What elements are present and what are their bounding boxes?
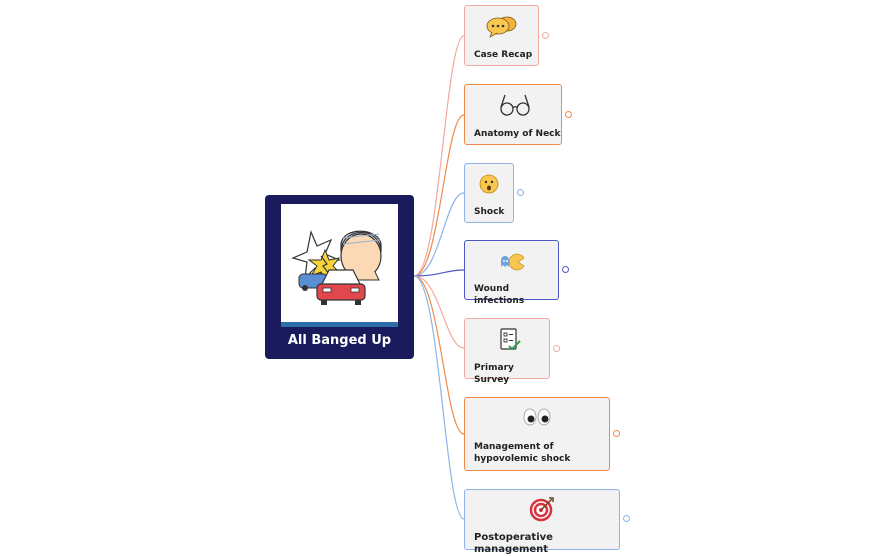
- topic-shock[interactable]: Shock: [464, 163, 514, 223]
- topic-management-of-hypovolemic-shock[interactable]: Management of hypovolemic shock: [464, 397, 610, 471]
- branch-line-case-recap: [413, 35, 465, 277]
- eyes-icon: [523, 408, 551, 430]
- topic-label: Management of hypovolemic shock: [474, 442, 571, 464]
- branch-line-primary-survey: [413, 275, 465, 349]
- branch-line-anatomy-of-neck: [413, 114, 465, 277]
- topic-badge[interactable]: [553, 345, 560, 352]
- topic-badge[interactable]: [613, 430, 620, 437]
- topic-label: Postoperative management: [474, 532, 553, 555]
- topic-badge[interactable]: [623, 515, 630, 522]
- topic-wound-infections[interactable]: Wound infections: [464, 240, 559, 306]
- hushed-face-icon: [479, 174, 499, 198]
- topic-badge[interactable]: [517, 189, 524, 196]
- branch-line-management: [413, 275, 465, 435]
- topic-badge[interactable]: [542, 32, 549, 39]
- topic-label: Wound infections: [474, 284, 525, 306]
- topic-label: Primary Survey: [474, 363, 514, 385]
- pacman-ghost-icon: [499, 253, 525, 275]
- topic-label: Case Recap: [474, 50, 533, 60]
- checklist-icon: [499, 327, 521, 355]
- central-topic-title: All Banged Up: [287, 333, 392, 348]
- branch-line-wound-infections: [413, 269, 465, 277]
- glasses-icon: [499, 93, 531, 121]
- topic-case-recap[interactable]: Case Recap: [464, 5, 539, 66]
- topic-badge[interactable]: [565, 111, 572, 118]
- car-crash-illustration: [281, 204, 398, 327]
- topic-label: Shock: [474, 207, 505, 217]
- topic-primary-survey[interactable]: Primary Survey: [464, 318, 550, 385]
- branch-line-shock: [413, 192, 465, 277]
- topic-postoperative-management[interactable]: Postoperative management: [464, 489, 620, 555]
- target-icon: [529, 496, 555, 526]
- topic-anatomy-of-neck[interactable]: Anatomy of Neck: [464, 84, 562, 145]
- central-topic[interactable]: All Banged Up: [265, 195, 414, 359]
- branch-line-postoperative: [413, 275, 465, 520]
- speech-bubbles-icon: [486, 14, 518, 42]
- topic-badge[interactable]: [562, 266, 569, 273]
- topic-label: Anatomy of Neck: [474, 129, 561, 139]
- image-credit-strip: [281, 322, 398, 327]
